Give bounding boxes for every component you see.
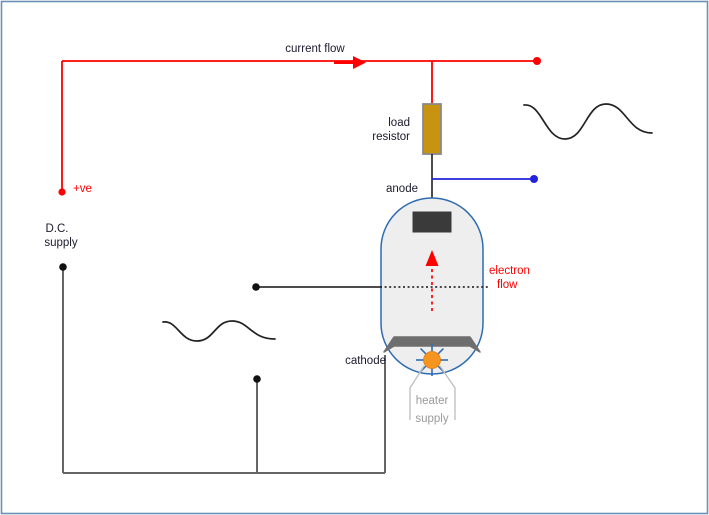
electron-flow-arrowhead: [425, 250, 439, 266]
signal-output-dot: [530, 175, 538, 183]
label-cathode: cathode: [345, 355, 386, 367]
heater-icon: [416, 344, 448, 376]
grid-input-dot: [252, 283, 260, 291]
load-resistor-body: [422, 103, 442, 155]
label-electron-flow-line2: flow: [497, 279, 518, 291]
heater-supply-lead-right: [439, 365, 456, 420]
label-dc-supply-line1: D.C.: [46, 223, 69, 235]
input-waveform: [162, 320, 276, 342]
current-flow-arrowhead: [334, 56, 366, 69]
current-end-dot: [533, 57, 541, 65]
dc-supply-dot: [59, 263, 67, 271]
label-load-resistor-line1: load: [388, 117, 410, 129]
label-dc-supply-line2: supply: [44, 237, 77, 249]
lower-branch-dot: [253, 375, 261, 383]
label-current-flow: current flow: [285, 43, 345, 55]
label-positive-terminal: +ve: [73, 183, 92, 195]
label-heater-supply-line2: supply: [415, 413, 448, 425]
anode-plate: [412, 211, 452, 233]
label-heater-supply-line1: heater: [416, 395, 449, 407]
label-load-resistor-line2: resistor: [372, 131, 410, 143]
label-electron-flow-line1: electron: [489, 265, 530, 277]
output-waveform: [523, 103, 653, 140]
label-anode: anode: [386, 183, 418, 195]
positive-terminal-dot: [58, 188, 66, 196]
heater-supply-lead-left: [409, 365, 425, 420]
